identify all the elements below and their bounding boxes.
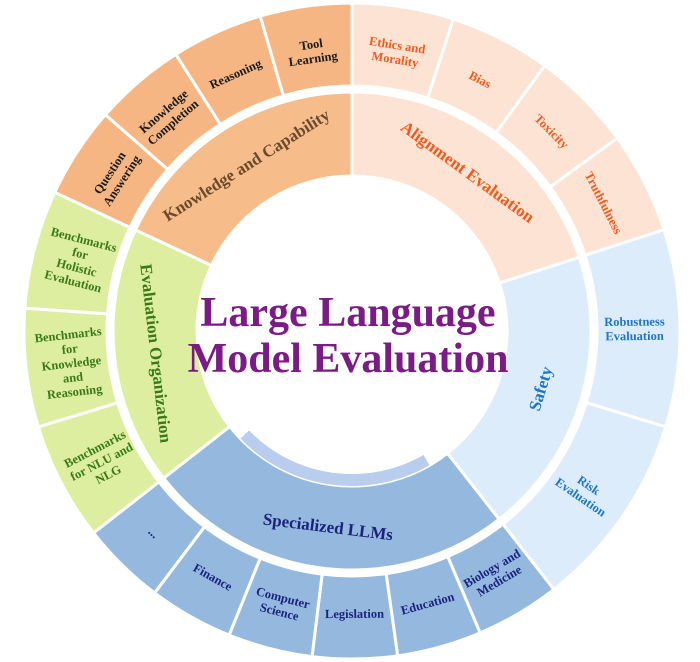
category-ring-organization: [111, 228, 232, 481]
category-ring-specialized: [161, 424, 502, 572]
item-segment-benchmarks-for-holistic-evaluation: [23, 190, 132, 316]
item-label-legislation: Legislation: [325, 607, 384, 622]
specialized-inner-band: [240, 430, 430, 486]
wheel-segments: [22, 1, 682, 661]
center-title-line2: Model Evaluation: [188, 336, 509, 382]
category-ring-alignment: [350, 90, 582, 285]
center-title-line1: Large Language: [200, 290, 495, 336]
item-label-tool-learning: ToolLearning: [286, 34, 340, 69]
wheel-center: [209, 188, 495, 474]
category-ring-knowledge: [133, 90, 354, 268]
